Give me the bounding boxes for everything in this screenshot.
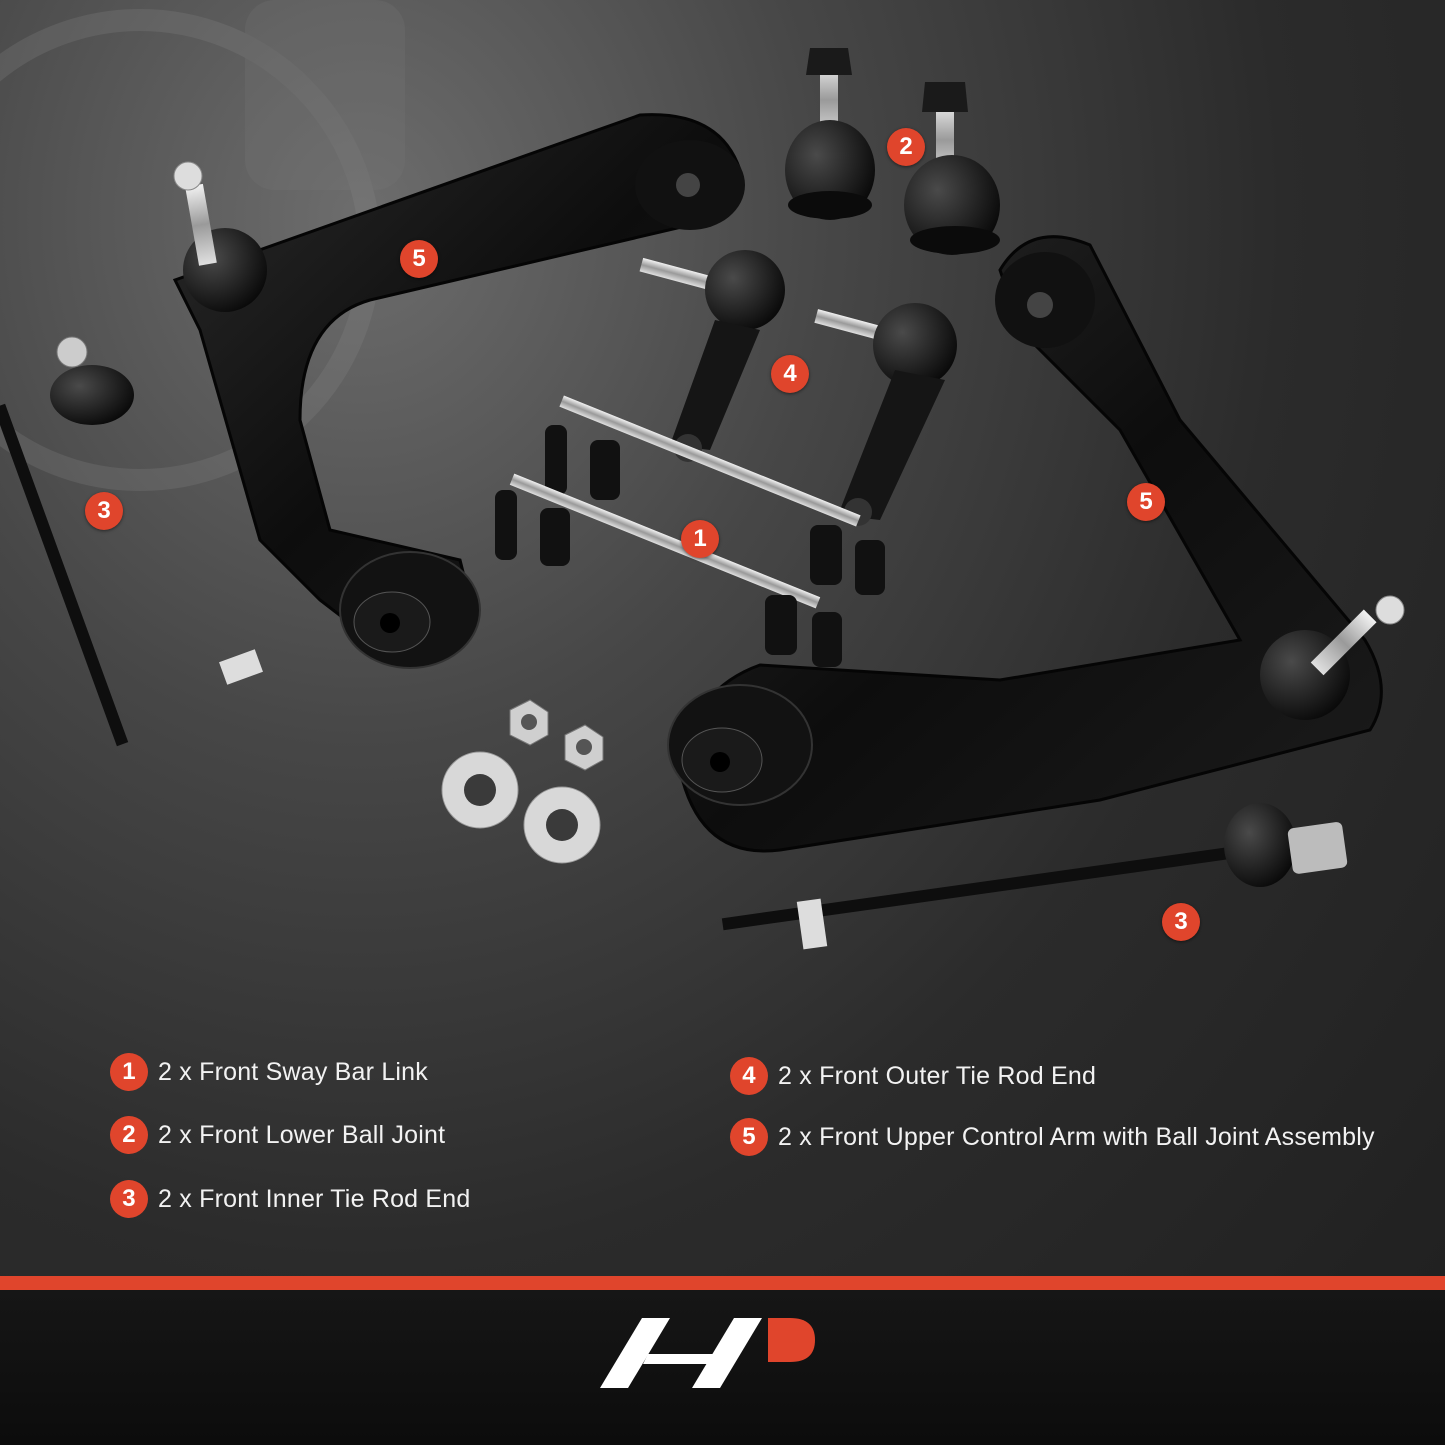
product-photo <box>0 0 1405 950</box>
nuts-and-washers <box>441 699 604 864</box>
legend-label: 2 x Front Sway Bar Link <box>158 1057 428 1086</box>
legend-label: 2 x Front Upper Control Arm with Ball Jo… <box>778 1122 1375 1151</box>
legend-label: 2 x Front Lower Ball Joint <box>158 1120 446 1149</box>
callout-3-right: 3 <box>1162 903 1200 941</box>
legend-number: 2 <box>110 1116 148 1154</box>
legend-number: 3 <box>110 1180 148 1218</box>
legend-number: 1 <box>110 1053 148 1091</box>
right-upper-control-arm <box>667 235 1405 853</box>
callout-5-right: 5 <box>1127 483 1165 521</box>
callout-4: 4 <box>771 355 809 393</box>
legend-label: 2 x Front Inner Tie Rod End <box>158 1184 471 1213</box>
legend-item-4: 4 2 x Front Outer Tie Rod End <box>730 1057 1096 1095</box>
callout-5-left: 5 <box>400 240 438 278</box>
a-premium-logo-icon <box>600 1318 815 1388</box>
callout-2: 2 <box>887 128 925 166</box>
legend-label: 2 x Front Outer Tie Rod End <box>778 1061 1097 1090</box>
callout-1: 1 <box>681 520 719 558</box>
legend-item-1: 1 2 x Front Sway Bar Link <box>110 1053 428 1091</box>
legend-item-3: 3 2 x Front Inner Tie Rod End <box>110 1180 471 1218</box>
left-upper-control-arm <box>172 113 745 669</box>
legend-number: 4 <box>730 1057 768 1095</box>
accent-divider <box>0 1276 1445 1290</box>
lower-ball-joints <box>785 48 1000 255</box>
legend-item-2: 2 2 x Front Lower Ball Joint <box>110 1116 445 1154</box>
legend-item-5: 5 2 x Front Upper Control Arm with Ball … <box>730 1118 1375 1156</box>
sway-bar-links <box>495 395 885 667</box>
callout-3-left: 3 <box>85 492 123 530</box>
inner-tie-rod-ends <box>0 336 1348 950</box>
legend-number: 5 <box>730 1118 768 1156</box>
